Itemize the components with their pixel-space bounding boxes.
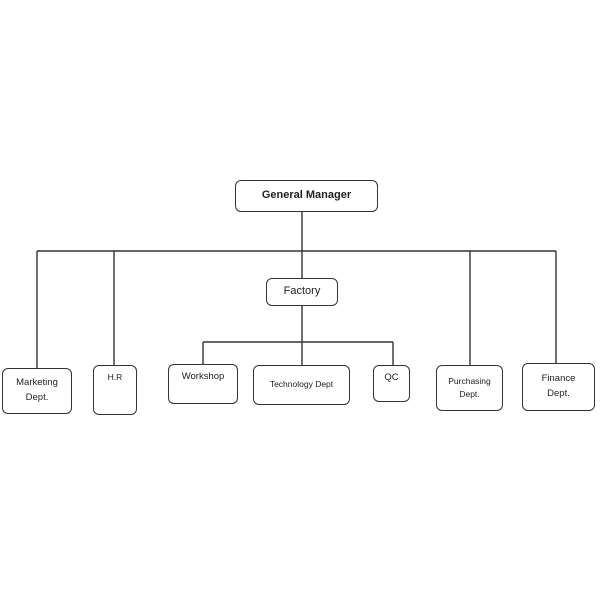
- factory-label: Factory: [283, 285, 321, 298]
- qc-label: QC: [384, 372, 399, 383]
- hr-box: H.R: [93, 365, 137, 415]
- purchasing-dept-label-line2: Dept.: [459, 389, 480, 399]
- marketing-dept-label-line1: Marketing: [16, 377, 58, 389]
- hr-label: H.R: [107, 372, 123, 382]
- purchasing-dept-label-line1: Purchasing: [448, 375, 491, 386]
- qc-box: QC: [373, 365, 410, 402]
- finance-dept-label-line2: Dept.: [547, 388, 570, 399]
- factory-box: Factory: [266, 278, 338, 306]
- technology-dept-label: Technology Dept: [269, 379, 334, 390]
- purchasing-dept-box: Purchasing Dept.: [436, 365, 503, 411]
- workshop-label: Workshop: [181, 371, 225, 382]
- finance-dept-box: Finance Dept.: [522, 363, 595, 411]
- marketing-dept-box: Marketing Dept.: [2, 368, 72, 414]
- general-manager-box: General Manager: [235, 180, 378, 212]
- workshop-box: Workshop: [168, 364, 238, 404]
- technology-dept-box: Technology Dept: [253, 365, 350, 405]
- marketing-dept-label-line2: Dept.: [25, 392, 49, 403]
- finance-dept-label-line1: Finance: [541, 373, 576, 385]
- general-manager-label: General Manager: [261, 189, 352, 202]
